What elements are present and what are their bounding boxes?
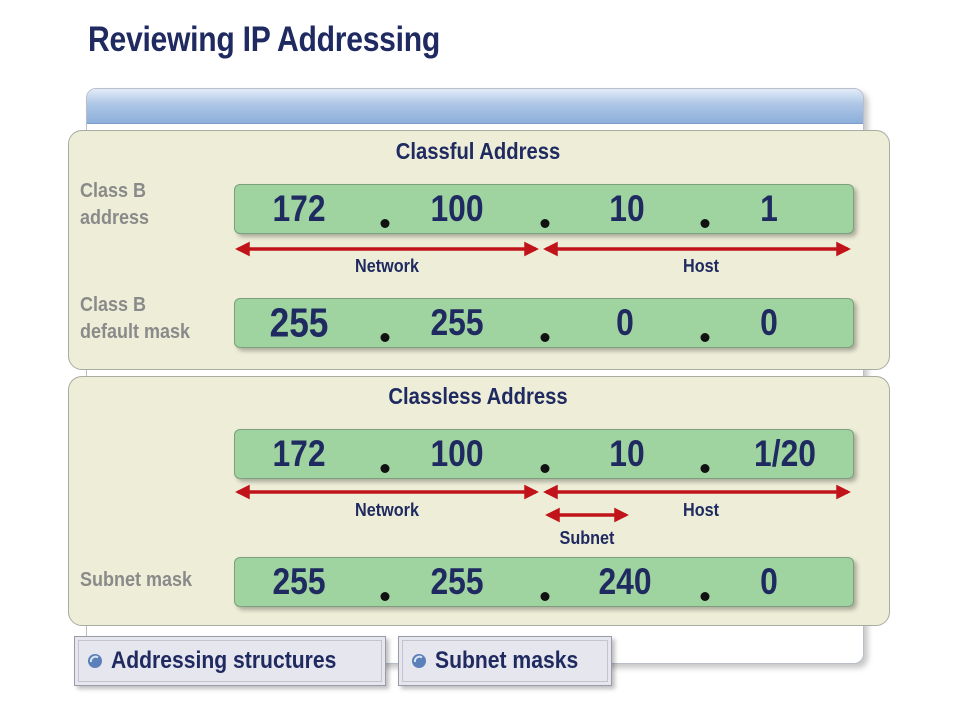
- octet-separator-dot: [700, 219, 710, 228]
- classful-address-octet-3: 10: [609, 188, 645, 229]
- classless-address-octet-4: 1/20: [754, 433, 816, 474]
- classful-heading: Classful Address: [395, 138, 561, 164]
- classless-address-octet-2: 100: [430, 433, 484, 474]
- classless-network-arrow: [235, 484, 539, 500]
- subnet-mask-label: Subnet mask: [80, 569, 193, 591]
- classful-mask-octet-1: 255: [269, 299, 329, 346]
- classful-host-label: Host: [683, 256, 719, 276]
- classless-mask-octet-1: 255: [272, 561, 326, 602]
- class-b-default-mask-label-line-2: default mask: [80, 321, 191, 343]
- octet-separator-dot: [380, 464, 390, 473]
- classless-subnet-label: Subnet: [559, 528, 615, 548]
- bullet-icon: [412, 654, 426, 668]
- class-b-default-mask-label-line-1: Class B: [80, 294, 147, 316]
- classless-address-octet-1: 172: [272, 433, 326, 474]
- bullet-icon: [88, 654, 102, 668]
- classful-mask-octet-3: 0: [616, 302, 634, 343]
- class-b-default-mask-label: Class B default mask: [80, 292, 190, 346]
- addressing-structures-button[interactable]: Addressing structures: [74, 636, 386, 686]
- classful-network-label: Network: [355, 256, 419, 276]
- octet-separator-dot: [700, 592, 710, 601]
- page-title: Reviewing IP Addressing: [88, 20, 441, 59]
- class-b-address-label-line-1: Class B: [80, 180, 147, 202]
- octet-separator-dot: [700, 464, 710, 473]
- octet-separator-dot: [700, 333, 710, 342]
- classful-address-bar: 172 100 10 1: [234, 184, 854, 234]
- classless-mask-bar: 255 255 240 0: [234, 557, 854, 607]
- classless-network-label: Network: [355, 500, 419, 520]
- classful-address-octet-2: 100: [430, 188, 484, 229]
- octet-separator-dot: [380, 592, 390, 601]
- classless-host-label: Host: [683, 500, 719, 520]
- classful-mask-bar: 255 255 0 0: [234, 298, 854, 348]
- octet-separator-dot: [380, 333, 390, 342]
- octet-separator-dot: [380, 219, 390, 228]
- classful-network-arrow: [235, 241, 539, 257]
- subnet-masks-button[interactable]: Subnet masks: [398, 636, 612, 686]
- classful-address-octet-1: 172: [272, 188, 326, 229]
- classful-host-arrow: [543, 241, 851, 257]
- octet-separator-dot: [540, 219, 550, 228]
- class-b-address-label-line-2: address: [80, 207, 150, 229]
- classless-mask-octet-2: 255: [430, 561, 484, 602]
- octet-separator-dot: [540, 333, 550, 342]
- card-header-bar: [87, 89, 863, 124]
- classless-address-octet-3: 10: [609, 433, 645, 474]
- class-b-address-label: Class B address: [80, 178, 149, 232]
- addressing-structures-label: Addressing structures: [111, 647, 337, 674]
- classless-heading: Classless Address: [388, 383, 568, 409]
- classless-mask-octet-3: 240: [598, 561, 652, 602]
- classless-host-arrow: [543, 484, 851, 500]
- classless-mask-octet-4: 0: [760, 561, 778, 602]
- classful-mask-octet-4: 0: [760, 302, 778, 343]
- classless-address-bar: 172 100 10 1/20: [234, 429, 854, 479]
- classful-address-octet-4: 1: [760, 188, 778, 229]
- classless-subnet-arrow: [545, 507, 629, 523]
- octet-separator-dot: [540, 592, 550, 601]
- octet-separator-dot: [540, 464, 550, 473]
- classful-mask-octet-2: 255: [430, 302, 484, 343]
- subnet-masks-label: Subnet masks: [435, 647, 579, 674]
